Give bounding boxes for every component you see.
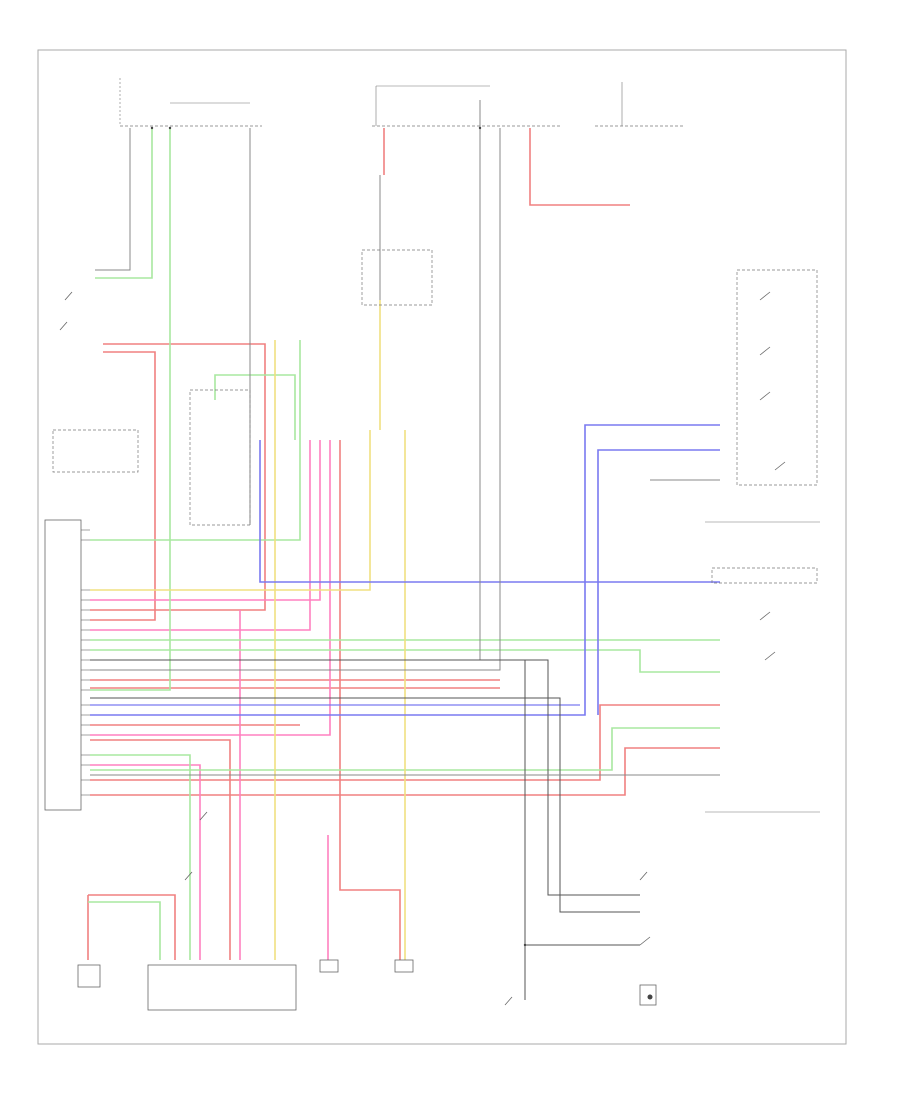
junction-dots [150,126,653,1000]
switch-symbols [59,291,786,1006]
stoplight-left [319,959,339,973]
cruise-actuator [147,964,297,1011]
wires [87,100,720,1000]
stoplight-right [394,959,414,973]
clutch-switch-area [711,567,818,584]
diode-block [639,984,657,1006]
connector-legend [52,429,139,473]
speed-sensor [77,964,101,988]
cruise-control-ecu [44,519,82,811]
diagram-frame [37,49,847,1045]
components [44,249,820,1011]
cruise-control-switch [736,269,818,486]
combination-meter [189,389,251,526]
top-fuse-area [119,78,685,127]
stoplight-switch [361,249,433,306]
ecu-pins [81,529,90,796]
